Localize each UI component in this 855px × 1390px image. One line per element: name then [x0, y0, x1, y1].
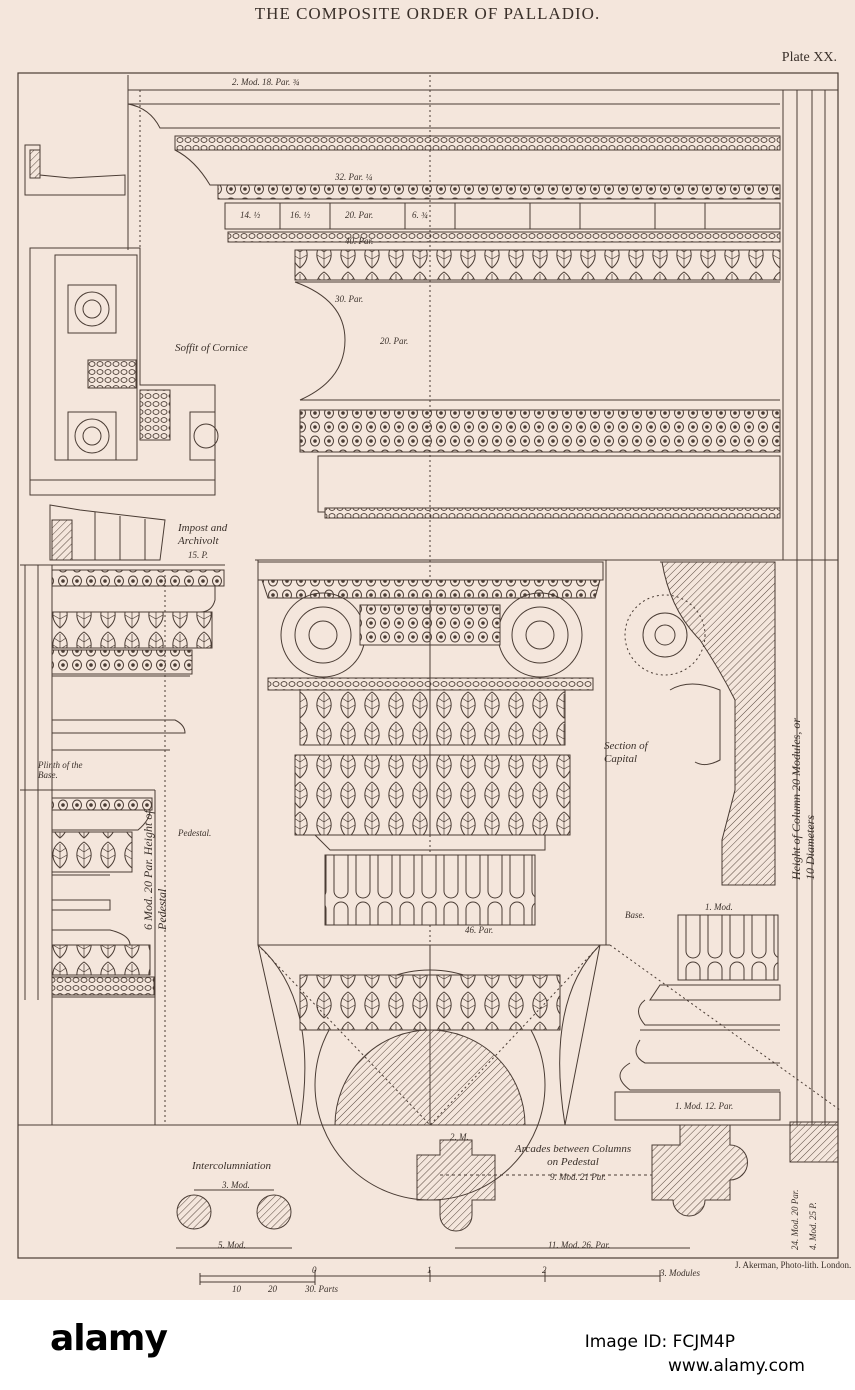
pedestal-label: Pedestal.: [178, 828, 212, 838]
watermark-footer: [0, 1300, 855, 1390]
architectural-drawing: [17, 72, 841, 1285]
dimension-mid-b: 40. Par.: [345, 236, 374, 246]
dimension-dentil-a: 14. ½: [240, 210, 261, 220]
dimension-col-height-2: 4. Mod. 25 P.: [808, 1202, 818, 1250]
dimension-dentil-row: 20. Par.: [345, 210, 374, 220]
section-of-capital-label: Section of Capital: [604, 740, 648, 765]
dimension-arcade-c: 2. M.: [450, 1132, 469, 1142]
dimension-dentil-b: 16. ½: [290, 210, 311, 220]
scale-module-1: 1: [427, 1265, 432, 1275]
scale-module-2: 2: [542, 1265, 547, 1275]
dimension-bottom-a: 30. Par.: [335, 294, 364, 304]
dimension-arcade-b: 11. Mod. 26. Par.: [548, 1240, 611, 1250]
scale-mark-20: 20: [268, 1284, 277, 1294]
dimension-inter-b: 5. Mod.: [218, 1240, 246, 1250]
base-label: Base.: [625, 910, 645, 920]
watermark-url: www.alamy.com: [667, 1356, 805, 1376]
dimension-col-height: 24. Mod. 20 Par.: [790, 1189, 800, 1251]
printer-credit: J. Akerman, Photo-lith. London.: [735, 1260, 852, 1270]
dimension-dentil-c: 6. ¾: [412, 210, 428, 220]
dimension-base-mod: 1. Mod.: [705, 902, 733, 912]
dimension-base-width: 1. Mod. 12. Par.: [675, 1101, 734, 1111]
plate-title: THE COMPOSITE ORDER OF PALLADIO.: [254, 4, 601, 23]
dimension-mid-a: 20. Par.: [380, 336, 409, 346]
impost-dimension: 15. P.: [188, 550, 209, 560]
scale-mark-10: 10: [232, 1284, 241, 1294]
scale-mark-30: 30. Parts: [305, 1284, 339, 1294]
height-of-column-label: Height of Column 20 Modules, or 10 Diame…: [789, 718, 817, 880]
dimension-inter-a: 3. Mod.: [222, 1180, 250, 1190]
dimension-frieze: 32. Par. ¼: [335, 172, 373, 182]
intercolumniation-label: Intercolumniation: [192, 1160, 272, 1172]
impost-label: Impost and Archivolt: [178, 522, 228, 547]
height-of-pedestal-label: 6 Mod. 20 Par. Height of Pedestal: [141, 810, 169, 930]
alamy-logo: alamy: [50, 1318, 168, 1359]
soffit-label: Soffit of Cornice: [175, 342, 248, 354]
plinth-label: Plinth of the Base.: [38, 760, 83, 781]
image-id: Image ID: FCJM4P: [584, 1332, 735, 1352]
scale-module-3: 3. Modules: [660, 1268, 700, 1278]
dimension-capital-width: 46. Par.: [465, 925, 494, 935]
plate-number: Plate XX.: [781, 50, 837, 65]
scale-module-0: 0: [312, 1265, 317, 1275]
arcades-label: Arcades between Columns on Pedestal: [514, 1143, 632, 1168]
dimension-top: 2. Mod. 18. Par. ¾: [232, 77, 300, 87]
dimension-arcade-a: 9. Mod. 21 Par.: [550, 1172, 606, 1182]
